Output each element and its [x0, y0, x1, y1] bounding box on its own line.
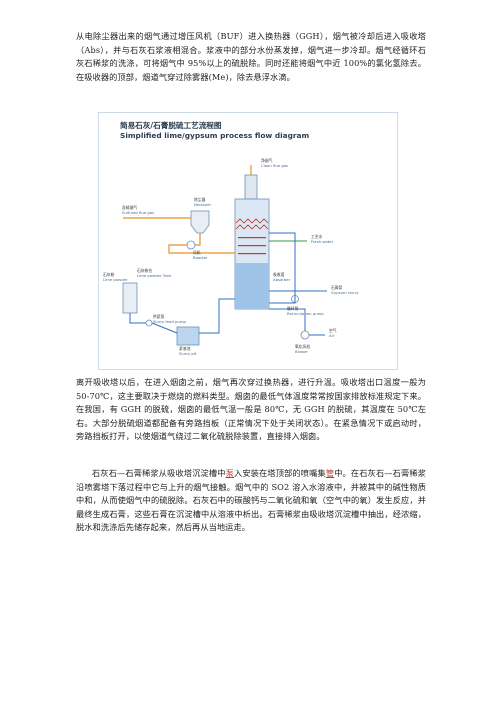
air-line — [269, 308, 306, 331]
recirc-loop — [269, 232, 296, 304]
absorber-slurry — [235, 263, 269, 309]
paragraph-1: 从电除尘器出来的烟气通过增压风机（BUF）进入换热器（GGH），烟气被冷却后进入… — [76, 31, 426, 82]
blower — [300, 330, 310, 340]
paragraph-3-part-b: 入安装在塔顶部的喷嘴集 — [233, 468, 326, 478]
mist-eliminator — [235, 218, 269, 224]
feed-pump-to-pit — [151, 322, 178, 334]
lime-tank — [122, 282, 138, 314]
figure-title-en: Simplified lime/gypsum process flow diag… — [120, 131, 310, 140]
highlight-pump: 泵 — [225, 468, 234, 478]
spray-nozzles — [238, 237, 266, 255]
paragraph-2: 离开吸收塔以后，在进入烟囱之前，烟气再次穿过换热器，进行升温。吸收塔出口温度一般… — [76, 377, 426, 442]
mist-eliminator-2 — [235, 224, 269, 230]
gas-to-absorber — [168, 244, 235, 254]
highlight-pipe: 管 — [325, 468, 335, 478]
gas-to-fan — [195, 233, 201, 246]
lime-to-pit — [129, 313, 146, 324]
diagram-graphics — [122, 165, 327, 346]
dedust-unit — [190, 210, 210, 234]
figure-title-cn: 简易石灰/石膏脱硫工艺流程图 — [120, 121, 222, 130]
paragraph-3-part-a: 石灰石—石膏稀浆从吸收塔沉淀槽中 — [92, 468, 226, 478]
booster-fan — [186, 240, 196, 250]
chimney-shape — [244, 174, 258, 200]
paragraph-3-part-c: 中。在石灰石—石膏稀浆沿喷雾塔下落过程中它与上升的烟气接触。烟气中的 SO2 溶… — [76, 468, 426, 533]
process-flow-diagram: 简易石灰/石膏脱硫工艺流程图 Simplified lime/gypsum pr… — [98, 112, 398, 370]
slurry-pit — [176, 326, 200, 346]
slurry-feed-pump — [145, 319, 153, 327]
pit-to-absorber — [199, 298, 235, 334]
paragraph-3: 石灰石—石膏稀浆从吸收塔沉淀槽中泵入安装在塔顶部的喷嘴集管中。在石灰石—石膏稀浆… — [76, 467, 426, 535]
